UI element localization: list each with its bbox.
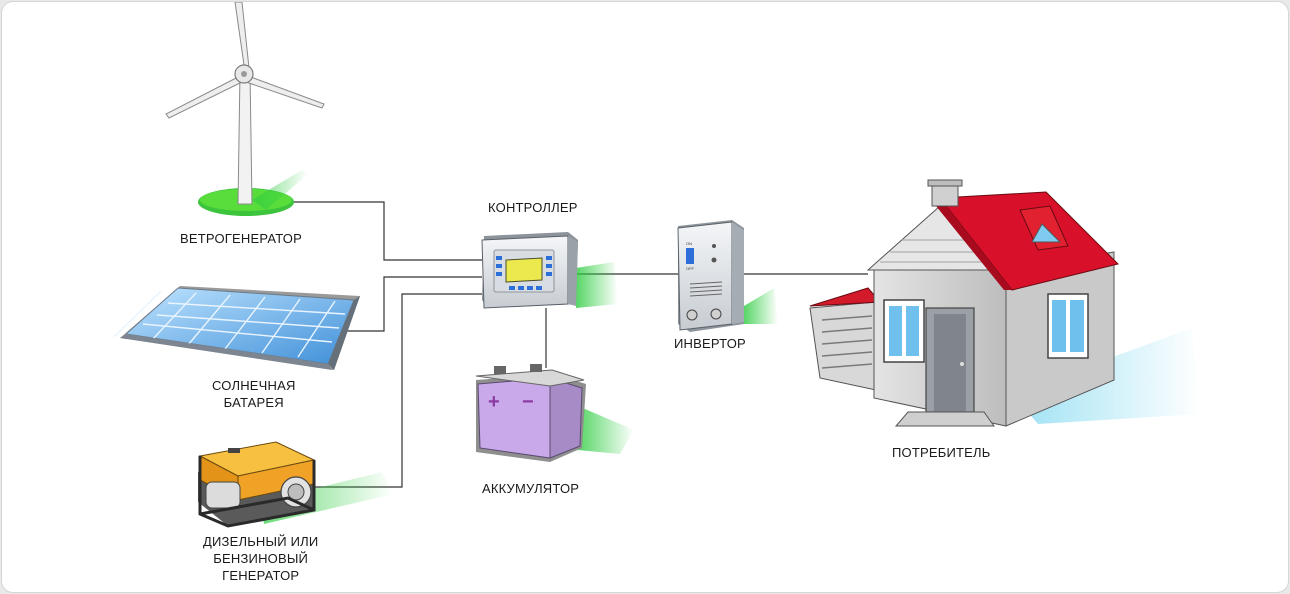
wind-turbine-label: ВЕТРОГЕНЕРАТОР	[180, 231, 302, 246]
battery-label: АККУМУЛЯТОР	[482, 481, 580, 496]
inverter-switch-on-label: ON	[686, 241, 692, 246]
battery-minus-sign: −	[522, 391, 534, 413]
wire-wind-controller	[260, 201, 482, 261]
wind-turbine-icon	[165, 2, 325, 216]
controller-icon	[481, 232, 618, 309]
inverter-icon: ON OFF	[677, 220, 778, 332]
consumer-label: ПОТРЕБИТЕЛЬ	[892, 445, 991, 460]
house-icon	[809, 179, 1200, 427]
solar-panel-icon	[113, 286, 360, 370]
generator-label: ДИЗЕЛЬНЫЙ ИЛИ БЕНЗИНОВЫЙ ГЕНЕРАТОР	[203, 534, 319, 583]
solar-panel-label: СОЛНЕЧНАЯ БАТАРЕЯ	[212, 378, 296, 410]
wire-solar-controller	[332, 276, 482, 332]
inverter-switch-off-label: OFF	[686, 266, 695, 271]
inverter-label: ИНВЕРТОР	[674, 336, 746, 351]
battery-plus-sign: +	[488, 391, 500, 413]
controller-label: КОНТРОЛЛЕР	[488, 200, 578, 215]
battery-icon: + −	[475, 364, 634, 462]
generator-icon	[198, 441, 394, 528]
